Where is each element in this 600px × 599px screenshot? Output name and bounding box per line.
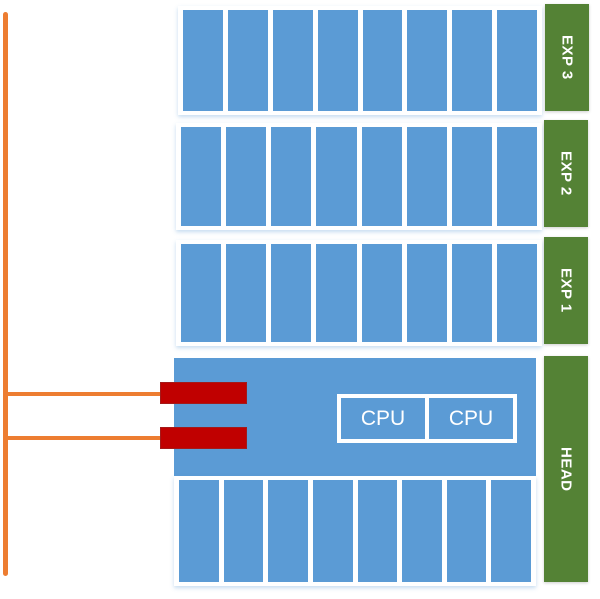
exp2-label: EXP 2	[544, 120, 588, 227]
drive-bay	[226, 127, 267, 226]
drive-bay	[446, 480, 487, 582]
drive-bay	[316, 127, 357, 226]
exp1-drive-row	[176, 240, 542, 346]
drive-bay	[361, 127, 402, 226]
exp3-label: EXP 3	[545, 4, 589, 111]
drive-bay	[272, 10, 313, 111]
drive-bay	[357, 480, 398, 582]
drive-bay	[402, 480, 442, 582]
drive-bay	[227, 10, 268, 111]
network-card-2	[160, 427, 247, 449]
exp2-drive-row	[176, 123, 542, 230]
network-link-1	[6, 392, 164, 396]
drive-bay	[179, 480, 219, 582]
drive-bay	[491, 480, 531, 582]
network-card-1	[160, 382, 247, 404]
head-label: HEAD	[544, 356, 588, 582]
drive-bay	[406, 127, 447, 226]
drive-bay	[497, 10, 537, 111]
drive-bay	[317, 10, 358, 111]
network-bus-vertical	[3, 12, 8, 576]
cpu-2: CPU	[425, 398, 513, 439]
drive-bay	[271, 244, 312, 342]
drive-bay	[496, 244, 537, 342]
drive-bay	[451, 127, 492, 226]
exp3-drive-row	[178, 6, 542, 115]
drive-bay	[406, 244, 447, 342]
drive-bay	[181, 127, 222, 226]
head-unit-board	[174, 358, 536, 476]
drive-bay	[226, 244, 267, 342]
drive-bay	[268, 480, 308, 582]
drive-bay	[496, 127, 537, 226]
drive-bay	[316, 244, 357, 342]
drive-bay	[183, 10, 223, 111]
drive-bay	[271, 127, 312, 226]
drive-bay	[312, 480, 353, 582]
cpu-group: CPU CPU	[337, 394, 517, 443]
drive-bay	[452, 10, 493, 111]
cpu-1: CPU	[360, 406, 406, 430]
exp1-label: EXP 1	[544, 237, 588, 344]
drive-bay	[362, 10, 403, 111]
head-drive-row	[174, 476, 536, 586]
network-link-2	[6, 436, 164, 440]
drive-bay	[361, 244, 402, 342]
drive-bay	[451, 244, 492, 342]
drive-bay	[407, 10, 448, 111]
drive-bay	[181, 244, 222, 342]
drive-bay	[223, 480, 264, 582]
